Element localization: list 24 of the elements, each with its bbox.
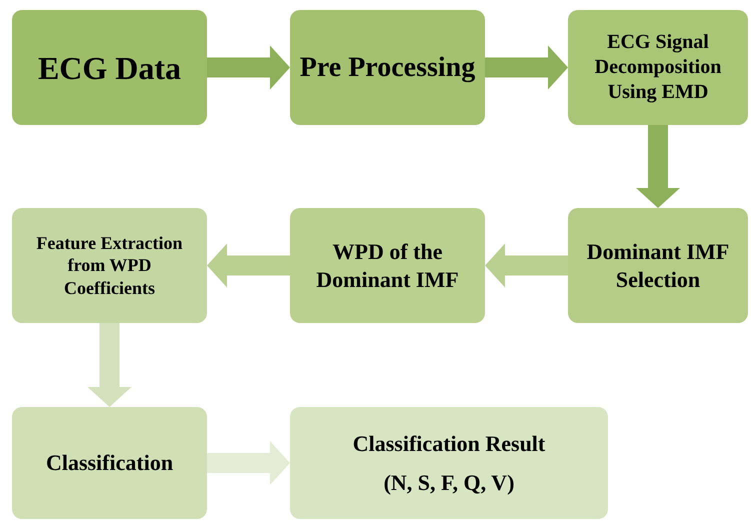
box-label: Classification Result bbox=[352, 430, 546, 457]
block-arrow bbox=[88, 323, 132, 407]
box-label: Dominant IMF Selection bbox=[586, 238, 730, 293]
box-label: Classification bbox=[46, 449, 174, 477]
process-box bbox=[290, 407, 608, 519]
box-label: WPD of the Dominant IMF bbox=[315, 238, 460, 293]
block-arrow bbox=[207, 244, 290, 288]
block-arrow bbox=[485, 244, 568, 288]
block-arrow bbox=[207, 441, 290, 485]
block-arrow bbox=[207, 46, 290, 90]
process-box bbox=[12, 10, 207, 125]
process-box bbox=[568, 10, 748, 125]
process-box bbox=[12, 407, 207, 519]
block-arrow bbox=[636, 125, 680, 208]
block-arrow bbox=[485, 46, 568, 90]
box-label: Pre Processing bbox=[300, 51, 476, 85]
box-label: ECG Data bbox=[38, 48, 182, 88]
process-box bbox=[290, 10, 485, 125]
process-box bbox=[12, 208, 207, 323]
box-label: ECG Signal Decomposition Using EMD bbox=[594, 30, 722, 105]
process-box bbox=[290, 208, 485, 323]
box-label: (N, S, F, Q, V) bbox=[384, 469, 514, 496]
process-box bbox=[568, 208, 748, 323]
box-label: Feature Extraction from WPD Coefficients bbox=[35, 232, 184, 300]
